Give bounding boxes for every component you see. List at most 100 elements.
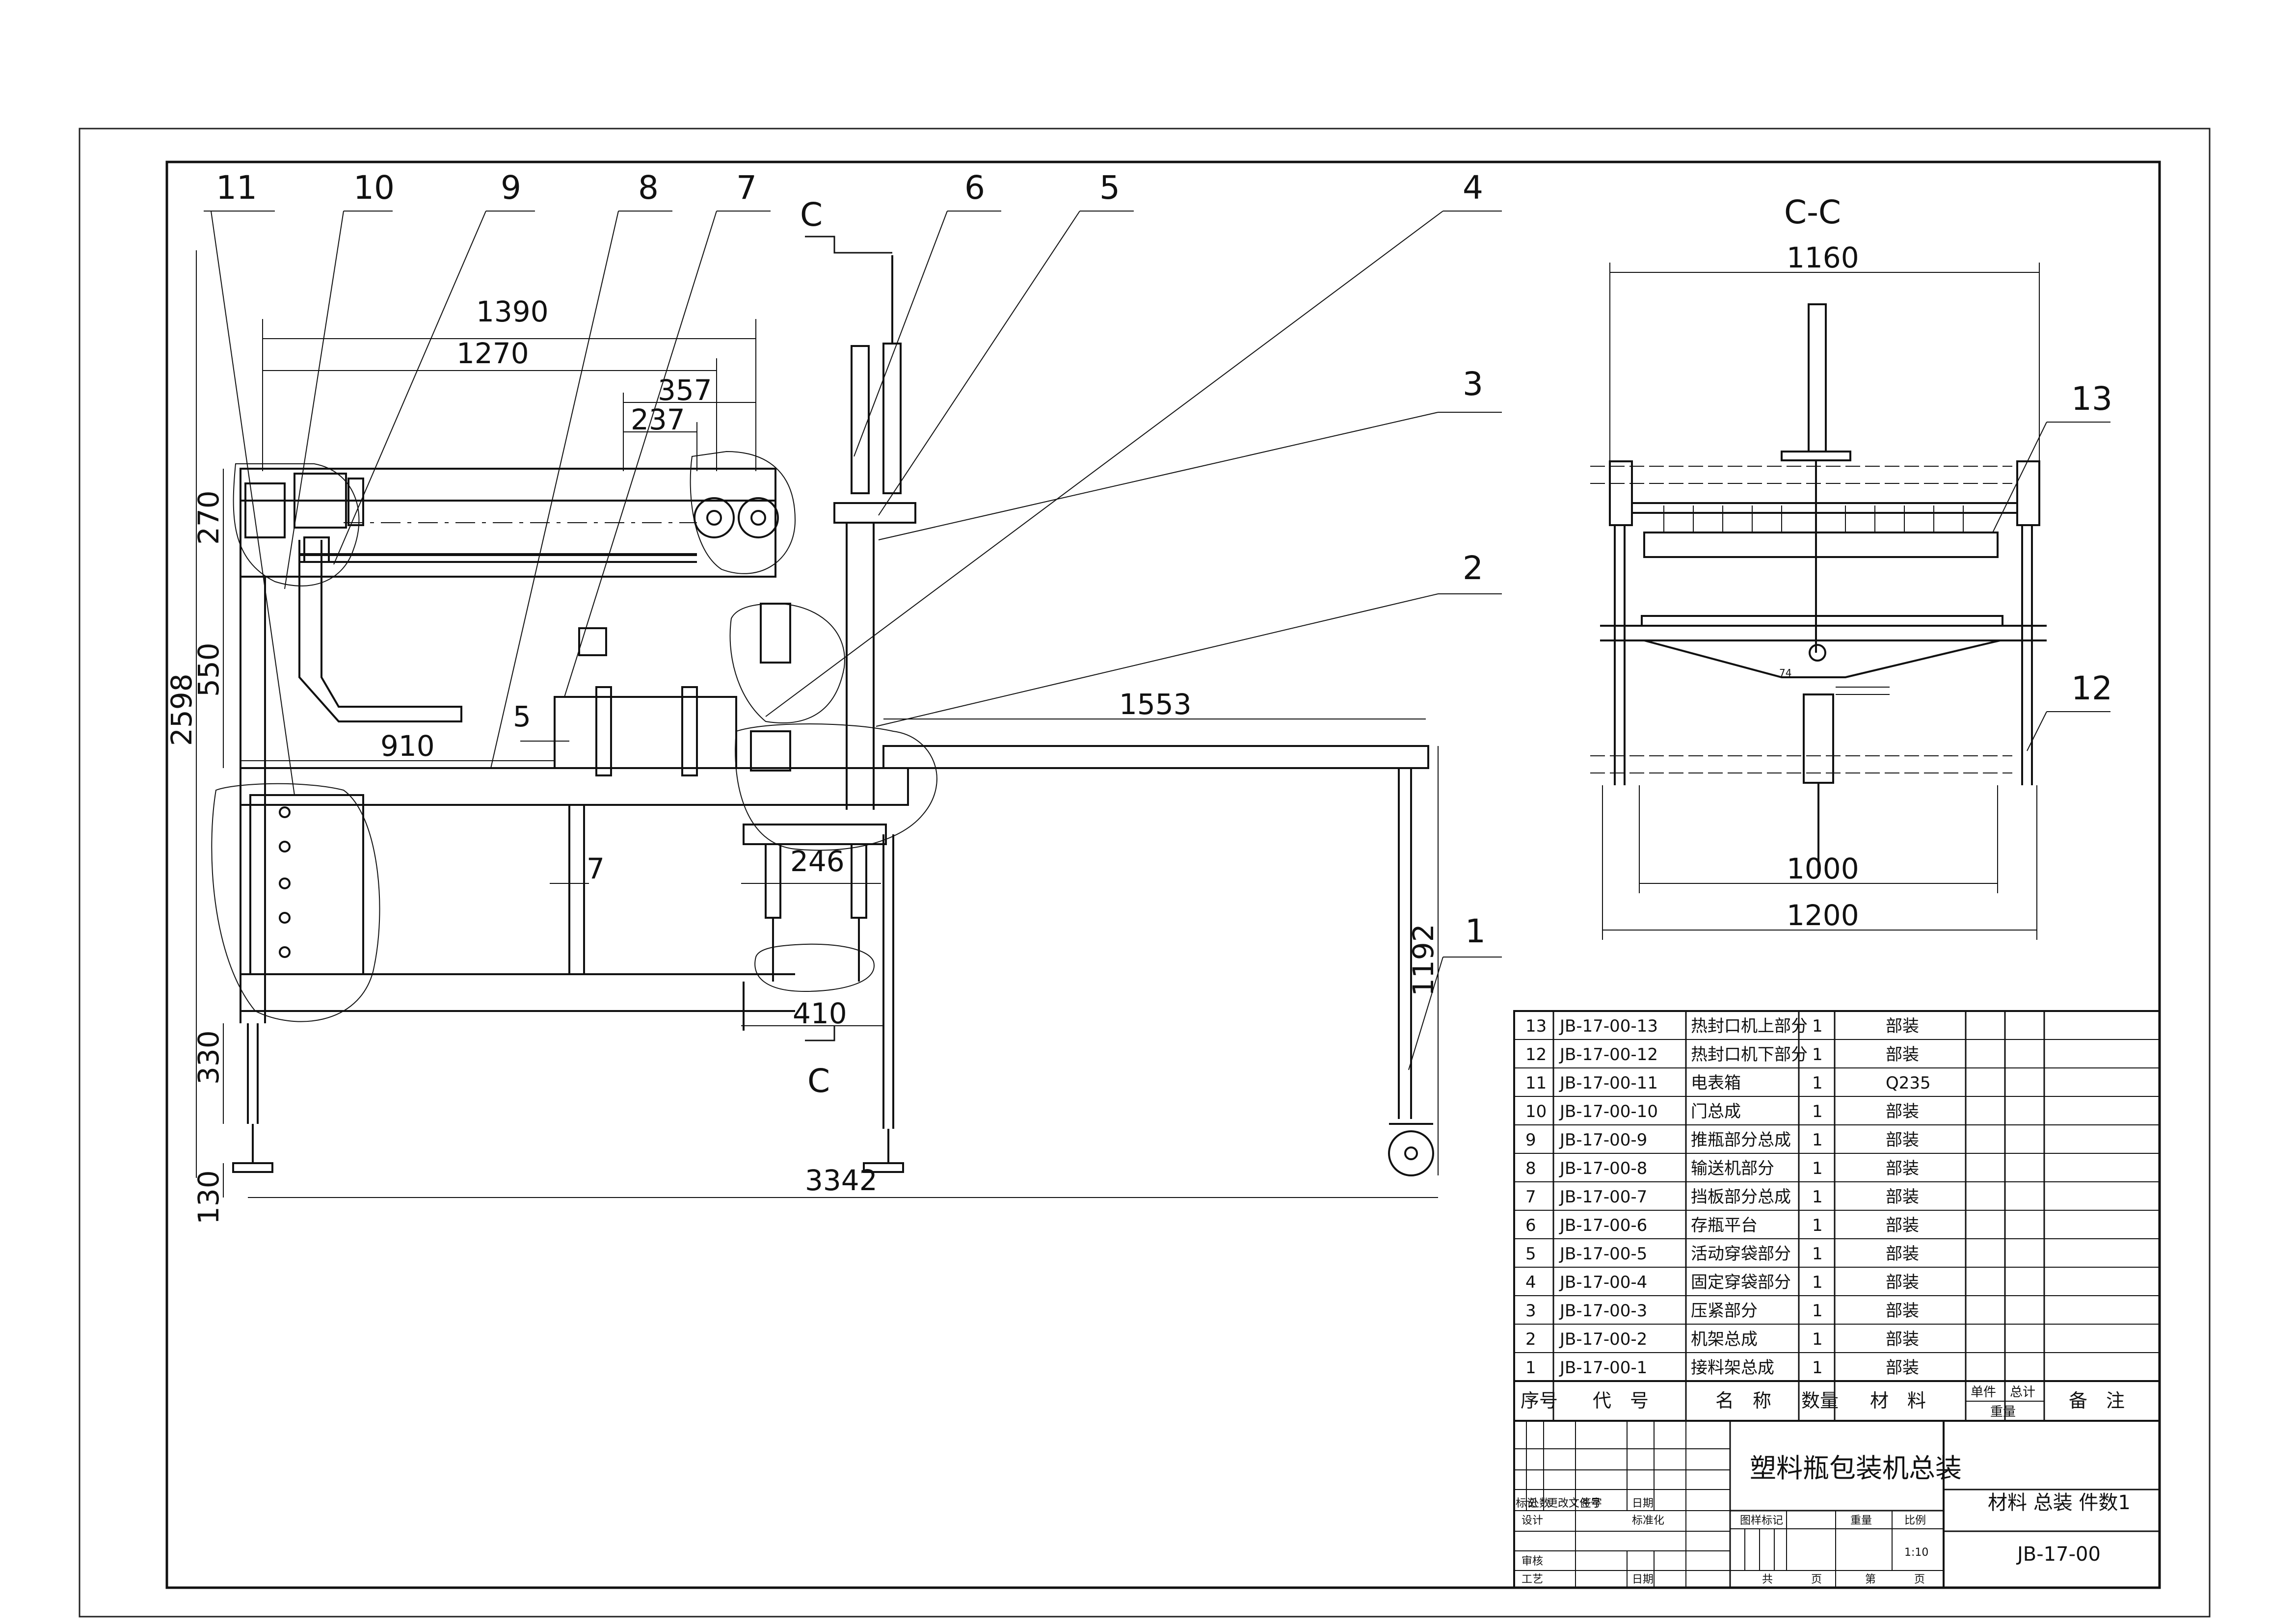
bom-cell-no: 4: [1525, 1273, 1536, 1292]
bom-cell-name: 热封口机下部分: [1691, 1045, 1808, 1065]
dim-130: 130: [192, 1170, 225, 1225]
bom-cell-name: 热封口机上部分: [1691, 1016, 1808, 1036]
tb-sheet: 第: [1865, 1573, 1876, 1586]
bom-cell-material: Q235: [1886, 1073, 1931, 1093]
bom-cell-qty: 1: [1812, 1159, 1823, 1178]
tb-weight: 重量: [1850, 1515, 1872, 1527]
tb-count: 处数: [1528, 1497, 1550, 1510]
part-label-10: 10: [353, 169, 395, 207]
bom-header: 序号 代 号 名 称 数量 材 料 单件 总计 重量 备 注: [1521, 1385, 2125, 1419]
bom-cell-material: 部装: [1886, 1216, 1919, 1235]
bom-cell-material: 部装: [1886, 1273, 1919, 1292]
bom-cell-no: 1: [1525, 1358, 1536, 1378]
part-label-9: 9: [501, 169, 521, 207]
part-label-3: 3: [1463, 365, 1483, 403]
dim-1390: 1390: [476, 295, 549, 328]
bom-cell-code: JB-17-00-7: [1559, 1187, 1647, 1207]
bom-cell-name: 机架总成: [1691, 1330, 1758, 1349]
outer-border: [79, 128, 2211, 1618]
bom-cell-qty: 1: [1812, 1073, 1823, 1093]
bom-cell-no: 8: [1525, 1159, 1536, 1178]
bom-cell-qty: 1: [1812, 1273, 1823, 1292]
bom-cell-qty: 1: [1812, 1244, 1823, 1264]
dim-330: 330: [192, 1030, 225, 1085]
dim-550: 550: [192, 642, 225, 697]
bom-cell-name: 存瓶平台: [1691, 1216, 1758, 1235]
tb-change-doc: 更改文件号: [1547, 1497, 1601, 1510]
dim-2598: 2598: [165, 673, 198, 746]
bom-cell-code: JB-17-00-13: [1559, 1016, 1658, 1036]
bom-cell-no: 13: [1525, 1016, 1547, 1036]
bom-cell-material: 部装: [1886, 1187, 1919, 1207]
dim-5: 5: [513, 700, 531, 733]
part-label-12: 12: [2071, 669, 2112, 707]
section-mark-bottom: C: [805, 1026, 835, 1100]
bom-cell-no: 11: [1525, 1073, 1547, 1093]
bom-cell-code: JB-17-00-8: [1559, 1159, 1647, 1178]
bom-cell-material: 部装: [1886, 1358, 1919, 1378]
dim-3342: 3342: [805, 1164, 878, 1197]
bom-cell-code: JB-17-00-10: [1559, 1102, 1658, 1121]
dim-237: 237: [631, 403, 685, 436]
part-label-8: 8: [638, 169, 659, 207]
bom-cell-no: 6: [1525, 1216, 1536, 1235]
bom-cell-code: JB-17-00-3: [1559, 1301, 1647, 1321]
bom-cell-qty: 1: [1812, 1187, 1823, 1207]
part-label-1: 1: [1465, 912, 1486, 950]
dim-74: 74: [1779, 667, 1791, 679]
part-label-4: 4: [1463, 169, 1483, 207]
bom-header-code: 代 号: [1593, 1390, 1649, 1411]
tb-process: 工艺: [1522, 1573, 1543, 1586]
bom-cell-no: 12: [1525, 1045, 1547, 1065]
tb-total: 共: [1762, 1573, 1773, 1586]
bom-cell-code: JB-17-00-4: [1559, 1273, 1647, 1292]
tb-scale: 比例: [1904, 1515, 1926, 1527]
scale-value: 1:10: [1904, 1546, 1928, 1559]
tb-mark: 标记: [1516, 1497, 1537, 1510]
bom-cell-qty: 1: [1812, 1358, 1823, 1378]
dim-1192: 1192: [1407, 924, 1440, 996]
main-view-dimensions: [196, 250, 1439, 1198]
bom-cell-code: JB-17-00-9: [1559, 1130, 1647, 1150]
bom-cell-qty: 1: [1812, 1016, 1823, 1036]
bom-cell-material: 部装: [1886, 1016, 1919, 1036]
bom-cell-code: JB-17-00-5: [1559, 1244, 1647, 1264]
section-mark-top: C: [800, 196, 892, 254]
bom-cell-name: 输送机部分: [1691, 1159, 1774, 1178]
section-view: [1590, 303, 2047, 874]
section-view-dimensions: [1602, 263, 2110, 940]
bom-cell-name: 压紧部分: [1691, 1301, 1758, 1321]
part-label-2: 2: [1463, 549, 1483, 587]
bom-header-qty: 数量: [1801, 1390, 1839, 1411]
dim-410: 410: [793, 997, 847, 1030]
tb-date: 日期: [1632, 1497, 1654, 1510]
bom-cell-code: JB-17-00-11: [1559, 1073, 1658, 1093]
bom-cell-name: 推瓶部分总成: [1691, 1130, 1791, 1150]
tb-page2: 页: [1914, 1573, 1925, 1586]
bom-header-remark: 备 注: [2069, 1390, 2125, 1411]
bom-cell-code: JB-17-00-1: [1559, 1358, 1647, 1378]
dim-1270: 1270: [456, 337, 529, 370]
dim-1160: 1160: [1787, 241, 1859, 274]
tb-drawing-mark: 图样标记: [1740, 1515, 1783, 1527]
dim-1200: 1200: [1787, 899, 1859, 932]
bom-cell-qty: 1: [1812, 1130, 1823, 1150]
bom-cell-qty: 1: [1812, 1045, 1823, 1065]
bom-cell-qty: 1: [1812, 1102, 1823, 1121]
part-label-5: 5: [1099, 169, 1120, 207]
bom-header-weight: 重量: [1990, 1405, 2016, 1419]
tb-date2: 日期: [1632, 1573, 1654, 1586]
tb-design: 设计: [1522, 1515, 1543, 1527]
tb-standardize: 标准化: [1632, 1515, 1664, 1527]
dim-1000: 1000: [1787, 852, 1859, 885]
bom-cell-qty: 1: [1812, 1216, 1823, 1235]
